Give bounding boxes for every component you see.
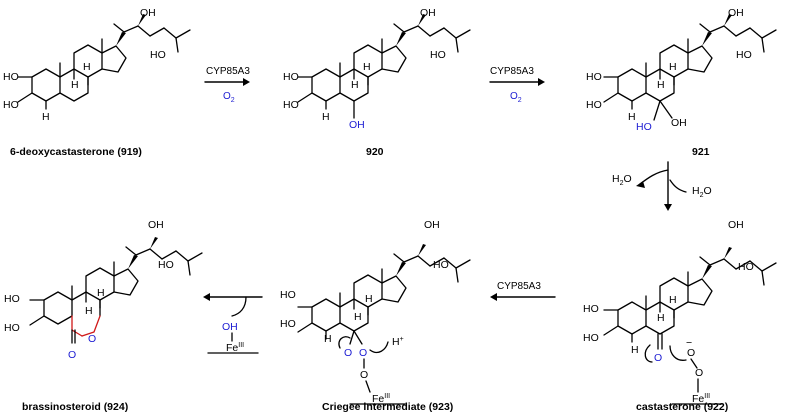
atom-h-921e: H: [669, 61, 677, 73]
atom-ho-920b: HO: [430, 49, 446, 61]
arrow-923-924: OH FeIII: [203, 293, 263, 354]
fe-peroxo-o1: O: [687, 347, 695, 359]
atom-h-920e: H: [363, 61, 371, 73]
atom-ho-921d: HO: [586, 99, 602, 111]
atom-h-922e: H: [669, 294, 677, 306]
arrow-921-922: H2O H2O: [612, 161, 712, 211]
fe-923: FeIII: [372, 393, 390, 405]
atom-ho-923b: HO: [433, 259, 449, 271]
arrow-919-920: CYP85A3 O2: [204, 66, 250, 104]
atom-ho-922b: HO: [738, 261, 754, 273]
atom-ho-919b: HO: [150, 49, 166, 61]
atom-h-923f: H: [354, 311, 362, 323]
water-in: H2O: [692, 185, 712, 199]
fe-922: FeIII: [692, 393, 710, 405]
arrow-922-923: CYP85A3: [490, 281, 556, 301]
atom-o-923a: O: [344, 347, 352, 359]
atom-h-921g: H: [628, 111, 636, 123]
water-out: H2O: [612, 173, 632, 187]
atom-ho-919d: HO: [3, 99, 19, 111]
arrow-920-921: CYP85A3 O2: [489, 66, 545, 104]
label-920: 920: [366, 146, 384, 158]
atom-o-924-lactone: O: [88, 333, 96, 345]
compound-919: OH HO HO HO H H H 6-deoxycastasterone (9…: [3, 7, 191, 158]
atom-oh-923a: OH: [424, 219, 440, 231]
atom-h-920g: H: [322, 111, 330, 123]
fe-peroxo-minus: −: [686, 337, 692, 349]
proton: H+: [392, 336, 404, 348]
atom-h-923g: H: [324, 333, 332, 345]
fe-peroxo-o2: O: [695, 367, 703, 379]
fe-oh-o: OH: [222, 321, 238, 333]
atom-ho-924b: HO: [158, 259, 174, 271]
compound-921: OH HO HO HO H H H HO OH 921: [586, 7, 777, 158]
atom-ho-923d: HO: [280, 318, 296, 330]
enzyme-label-1: CYP85A3: [206, 66, 250, 77]
atom-ho-920c: HO: [283, 71, 299, 83]
atom-h-924e: H: [97, 287, 105, 299]
atom-oh-920-c6: OH: [349, 119, 365, 131]
atom-h-921f: H: [657, 79, 665, 91]
compound-923: OH HO HO HO H H H O O H+ O FeIII Criegee…: [280, 219, 471, 413]
atom-ho-921b: HO: [736, 49, 752, 61]
atom-o-923c: O: [360, 369, 368, 381]
atom-o-924-carbonyl: O: [68, 349, 76, 361]
atom-oh-924a: OH: [148, 219, 164, 231]
atom-oh-921-c6a: HO: [636, 121, 652, 133]
atom-h-922f: H: [657, 312, 665, 324]
atom-ho-922c: HO: [583, 303, 599, 315]
atom-ho-920d: HO: [283, 99, 299, 111]
label-921: 921: [692, 146, 710, 158]
enzyme-label-2: CYP85A3: [490, 66, 534, 77]
fe-924: FeIII: [226, 342, 244, 354]
atom-o-922-ketone: O: [654, 352, 662, 364]
label-924: brassinosteroid (924): [22, 401, 128, 413]
atom-oh-921a: OH: [728, 7, 744, 19]
atom-oh-921-c6b: OH: [671, 117, 687, 129]
label-923: Criegee intermediate (923): [322, 401, 453, 413]
atom-ho-924d: HO: [4, 322, 20, 334]
atom-oh-922a: OH: [728, 219, 744, 231]
compound-924: OH HO HO HO H H O O brassinosteroid (924…: [4, 219, 203, 413]
atom-o-923b: O: [359, 347, 367, 359]
atom-h-923e: H: [365, 293, 373, 305]
atom-ho-919c: HO: [3, 71, 19, 83]
compound-922: OH HO HO HO H H H O O − O FeIII castaste…: [583, 219, 777, 413]
atom-ho-924c: HO: [4, 293, 20, 305]
atom-h-919g: H: [42, 111, 50, 123]
atom-oh-919a: OH: [140, 7, 156, 19]
atom-h-920f: H: [351, 79, 359, 91]
compound-920: OH HO HO HO H H H OH 920: [283, 7, 471, 158]
enzyme-label-3: CYP85A3: [497, 281, 541, 292]
label-922: castasterone (922): [636, 401, 728, 413]
atom-ho-922d: HO: [583, 332, 599, 344]
atom-h-924f: H: [85, 305, 93, 317]
atom-ho-921c: HO: [586, 71, 602, 83]
atom-ho-923c: HO: [280, 289, 296, 301]
label-919: 6-deoxycastasterone (919): [10, 146, 142, 158]
atom-h-919e: H: [83, 61, 91, 73]
atom-h-922g: H: [631, 344, 639, 356]
o2-label-1: O2: [223, 91, 235, 104]
o2-label-2: O2: [510, 91, 522, 104]
atom-h-919f: H: [71, 79, 79, 91]
atom-oh-920a: OH: [420, 7, 436, 19]
